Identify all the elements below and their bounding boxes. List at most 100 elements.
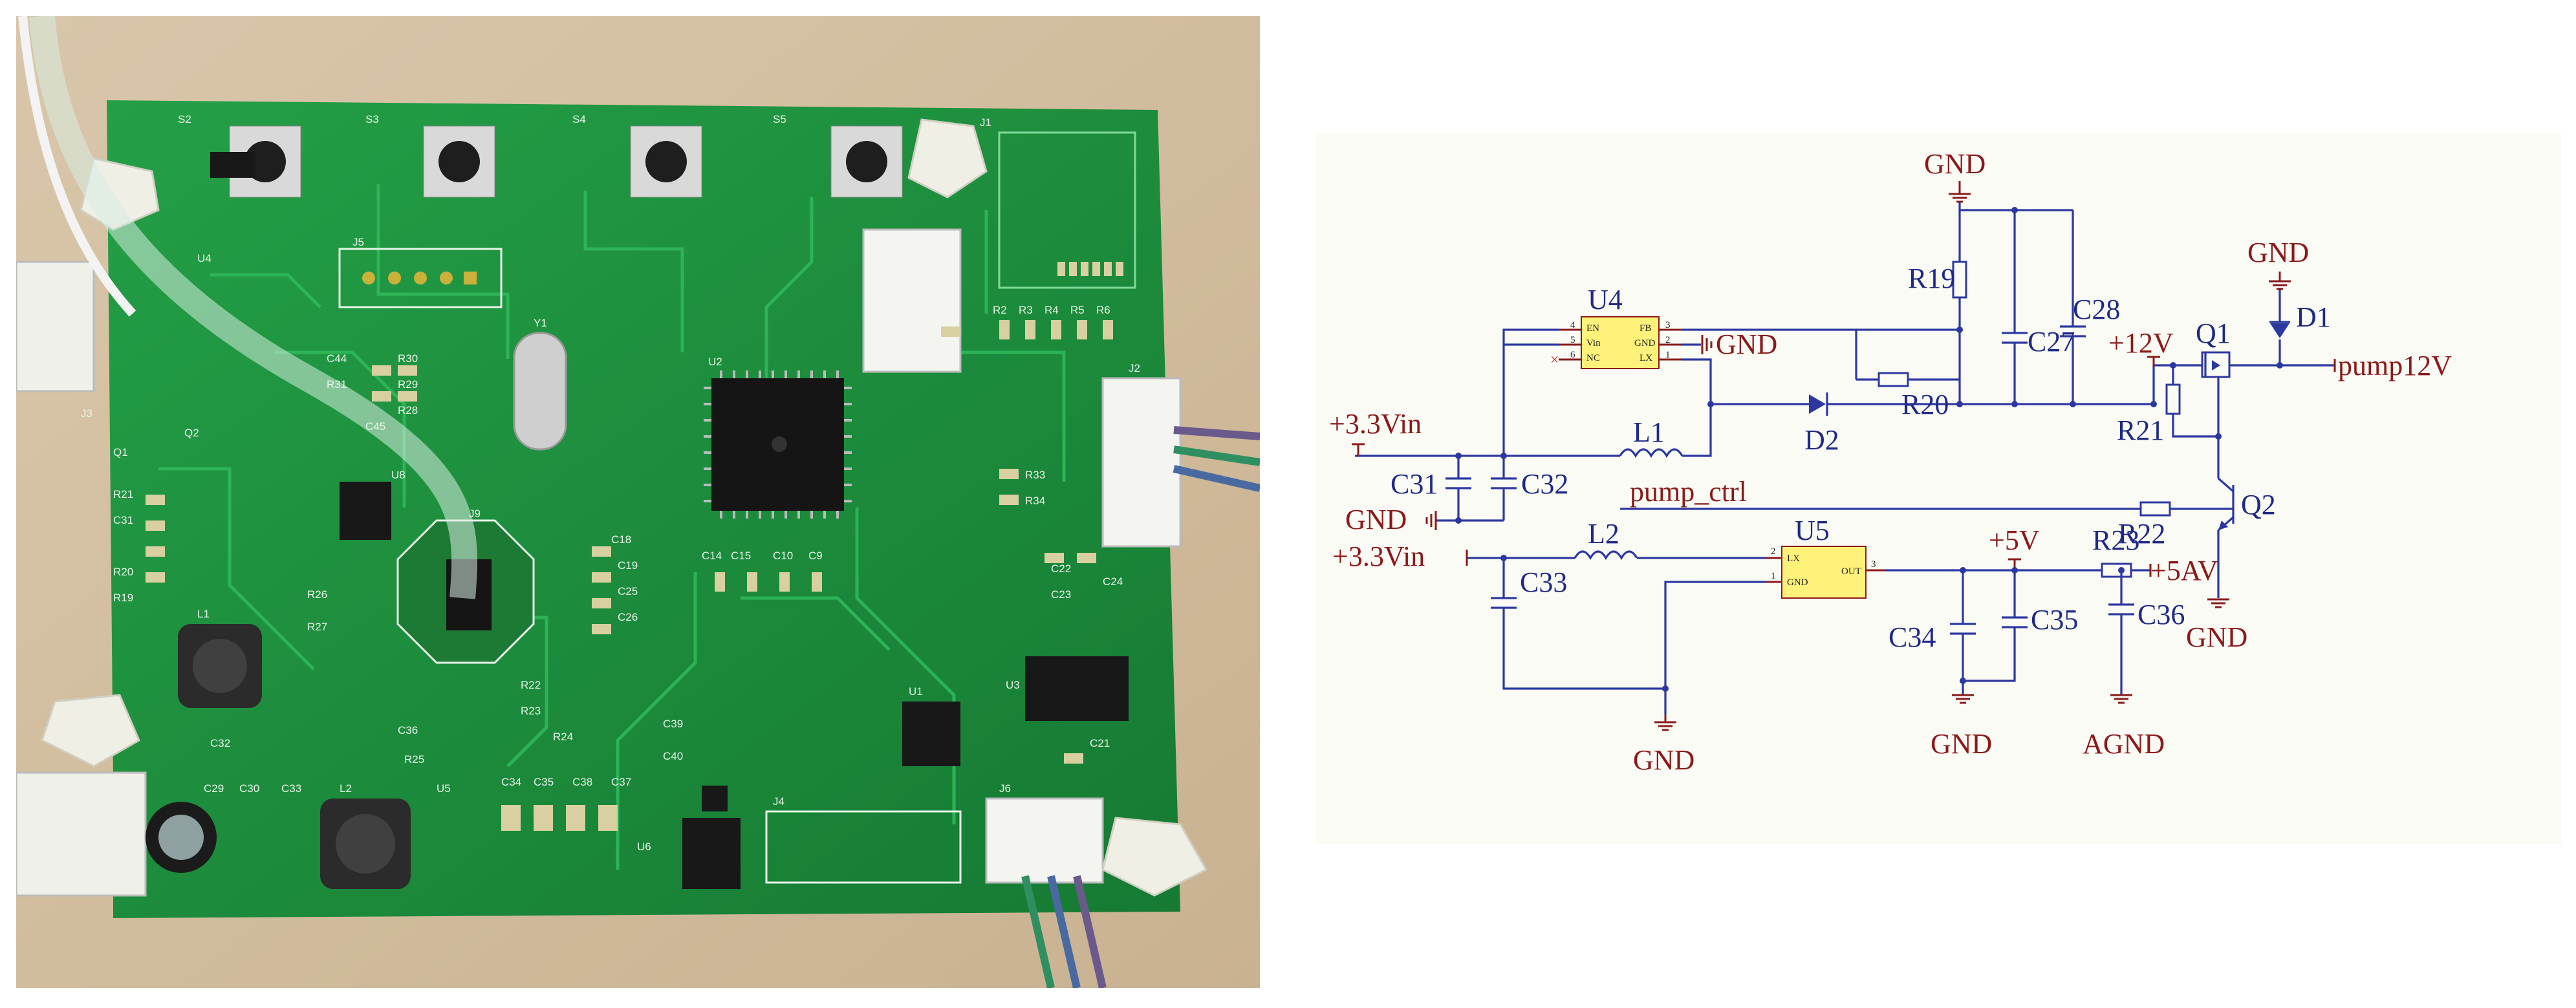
electrolytic-cap-top bbox=[158, 815, 204, 860]
u4-pin-1: 1 bbox=[1665, 350, 1671, 360]
silk-r22: R22 bbox=[521, 679, 541, 691]
silk-c44: C44 bbox=[327, 352, 347, 365]
r21-ref: R21 bbox=[2117, 414, 2164, 446]
u4-pin-nc: NC bbox=[1586, 353, 1600, 363]
q2-npn bbox=[2217, 436, 2235, 598]
c36-ref: C36 bbox=[2138, 599, 2185, 630]
net-gnd-d1: GND bbox=[2247, 237, 2309, 268]
silk-c34: C34 bbox=[501, 776, 521, 788]
small-ics bbox=[210, 152, 1129, 889]
silk-u2: U2 bbox=[708, 356, 722, 368]
net-gnd-u5: GND bbox=[1633, 744, 1694, 776]
gnd-symbol-c31 bbox=[1425, 511, 1437, 530]
net-5av: +5AV bbox=[2150, 555, 2218, 586]
mcu-chip bbox=[704, 370, 852, 519]
silk-c26: C26 bbox=[618, 611, 638, 623]
silk-c29: C29 bbox=[204, 782, 224, 795]
silk-c23: C23 bbox=[1051, 588, 1071, 601]
u4-pin-lx: LX bbox=[1640, 353, 1652, 363]
silk-c45: C45 bbox=[365, 420, 385, 433]
silk-c33: C33 bbox=[281, 782, 301, 795]
u5-pin-2: 2 bbox=[1771, 546, 1776, 557]
u4-ref: U4 bbox=[1588, 284, 1623, 316]
q1-mosfet bbox=[2173, 351, 2254, 436]
smd-parts bbox=[146, 320, 1113, 831]
net-gnd-q2: GND bbox=[2186, 621, 2247, 653]
silk-c24: C24 bbox=[1103, 575, 1123, 588]
inductor-l1-coil bbox=[193, 639, 247, 693]
d1-ref: D1 bbox=[2296, 301, 2331, 333]
crystal bbox=[513, 332, 567, 451]
gnd-symbol-d1 bbox=[2269, 272, 2291, 290]
silk-r21: R21 bbox=[113, 488, 133, 500]
silk-q1: Q1 bbox=[113, 446, 128, 458]
u4-pin-gnd: GND bbox=[1634, 338, 1656, 349]
silk-r6: R6 bbox=[1096, 304, 1110, 316]
silk-r23: R23 bbox=[521, 705, 541, 717]
silk-r24: R24 bbox=[553, 731, 573, 743]
silk-u6: U6 bbox=[637, 841, 651, 853]
net-gnd-c31: GND bbox=[1345, 504, 1407, 535]
u5-pin-gnd: GND bbox=[1787, 577, 1808, 588]
gnd-symbol-u4 bbox=[1701, 335, 1713, 354]
white-connectors bbox=[15, 228, 1182, 897]
schematic-background bbox=[1316, 133, 2561, 844]
q1-ref: Q1 bbox=[2196, 317, 2231, 349]
antenna-pins bbox=[1057, 262, 1123, 276]
net-5v: +5V bbox=[1989, 524, 2040, 556]
tactile-switches bbox=[229, 125, 903, 198]
u5-pin-lx: LX bbox=[1787, 553, 1800, 564]
silk-c9: C9 bbox=[808, 550, 823, 562]
u5-regulator: U5 LX GND OUT 2 1 3 bbox=[1766, 515, 1885, 599]
silk-s5: S5 bbox=[773, 113, 786, 125]
silk-r3: R3 bbox=[1019, 304, 1033, 316]
silk-c36: C36 bbox=[398, 724, 418, 736]
silk-s3: S3 bbox=[365, 113, 379, 125]
u5-ref: U5 bbox=[1795, 515, 1830, 546]
u4-body bbox=[1581, 316, 1660, 369]
u5-body bbox=[1781, 546, 1867, 599]
silk-r30: R30 bbox=[398, 352, 418, 365]
silk-r4: R4 bbox=[1044, 304, 1059, 316]
silk-j1: J1 bbox=[980, 116, 991, 129]
u4-pin-vin: Vin bbox=[1586, 338, 1601, 349]
d2-anode bbox=[1809, 394, 1826, 414]
gnd-symbol-q2 bbox=[2207, 598, 2229, 608]
d2-ref: D2 bbox=[1804, 424, 1839, 456]
inductor-l2-coil bbox=[336, 814, 395, 874]
silk-r26: R26 bbox=[307, 588, 327, 601]
net-pump-ctrl: pump_ctrl bbox=[1630, 476, 1747, 508]
net-3v3in-bottom: +3.3Vin bbox=[1332, 541, 1425, 572]
silk-r28: R28 bbox=[398, 404, 418, 416]
silk-c38: C38 bbox=[572, 776, 592, 788]
silk-u3: U3 bbox=[1006, 679, 1020, 691]
silk-r29: R29 bbox=[398, 378, 418, 391]
silk-r5: R5 bbox=[1070, 304, 1085, 316]
gnd-symbol-u5 bbox=[1654, 714, 1676, 731]
net-gnd-top: GND bbox=[1924, 148, 1986, 180]
gnd-symbol-c34 bbox=[1952, 694, 1974, 704]
silk-u8: U8 bbox=[391, 469, 406, 481]
l2-coil bbox=[1574, 550, 1638, 561]
pcb-illustration: S2 S3 S4 S5 R2 R3 R4 R5 R6 R21 C31 R20 R… bbox=[15, 15, 1261, 989]
wire-en-vin bbox=[1502, 328, 1559, 456]
silk-c22: C22 bbox=[1051, 563, 1071, 575]
c35-ref: C35 bbox=[2031, 604, 2078, 636]
u5-pin-3: 3 bbox=[1871, 559, 1876, 570]
silk-u1: U1 bbox=[909, 685, 923, 698]
silk-c18: C18 bbox=[611, 533, 631, 546]
net-3v3in-top: +3.3Vin bbox=[1329, 408, 1422, 440]
silk-r2: R2 bbox=[993, 304, 1007, 316]
silk-c10: C10 bbox=[773, 550, 793, 562]
silk-s2: S2 bbox=[178, 113, 191, 125]
antenna-pad bbox=[998, 131, 1136, 289]
silk-c39: C39 bbox=[663, 718, 683, 730]
silk-l1: L1 bbox=[197, 608, 210, 620]
l1-coil bbox=[1619, 448, 1683, 458]
silk-c31: C31 bbox=[113, 514, 133, 526]
c27-ref: C27 bbox=[2028, 326, 2075, 358]
silk-j9: J9 bbox=[469, 508, 481, 520]
l2-ref: L2 bbox=[1588, 518, 1619, 550]
silk-c40: C40 bbox=[663, 750, 683, 762]
net-agnd: AGND bbox=[2083, 728, 2165, 760]
